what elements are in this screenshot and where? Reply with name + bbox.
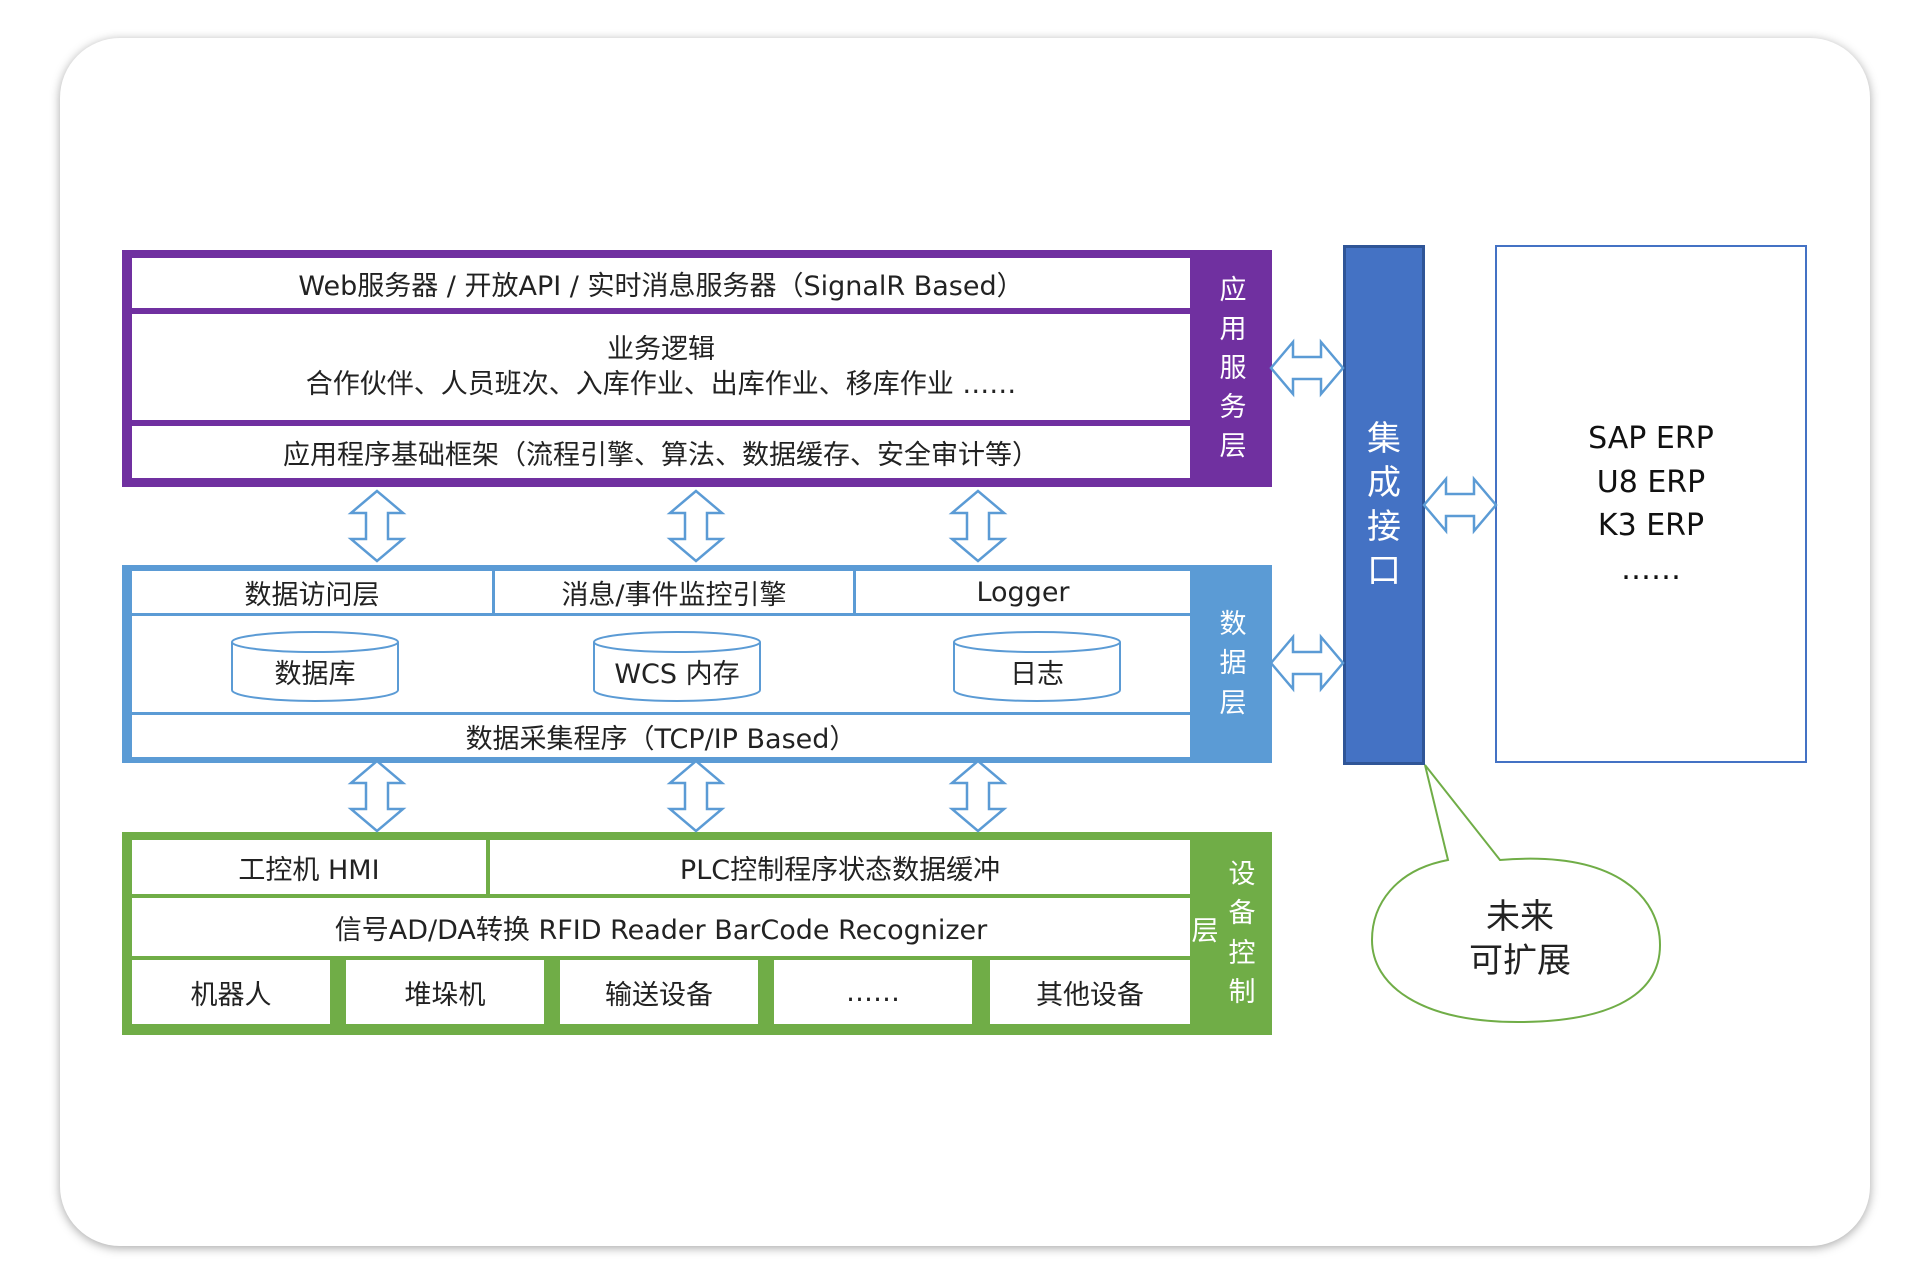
device-stacker: 堆垛机 [346,960,544,1024]
device-text: …… [846,976,900,1008]
label-char: 备 [1228,898,1256,930]
callout-bubble [1370,764,1662,1024]
device-text: 输送设备 [605,979,713,1011]
collector-row: 数据采集程序（TCP/IP Based） [132,715,1190,757]
double-arrow-icon [349,759,405,833]
device-layer-side-label: 层 [1190,912,1220,952]
label-char: 务 [1219,392,1247,424]
app-service-layer: Web服务器 / 开放API / 实时消息服务器（SignalR Based） … [122,250,1272,487]
database-label: 数据库 [274,658,356,690]
callout-line: 未来 [1486,897,1554,937]
device-conveyor: 输送设备 [560,960,758,1024]
wcs-memory-cylinder-icon [593,631,761,702]
logger-text: Logger [976,576,1070,608]
plc-text: PLC控制程序状态数据缓冲 [679,854,1001,886]
erp-line: U8 ERP [1596,464,1706,500]
label-char: 应 [1219,274,1247,306]
label-char: 服 [1219,352,1247,384]
framework-text: 应用程序基础框架（流程引擎、算法、数据缓存、安全审计等） [283,439,1039,471]
hmi-text: 工控机 HMI [238,854,380,886]
double-arrow-icon [950,489,1006,563]
double-arrow-icon [1269,340,1345,396]
device-other: 其他设备 [990,960,1190,1024]
device-text: 其他设备 [1036,979,1144,1011]
data-access-cell: 数据访问层 [132,571,492,613]
label-char: 制 [1228,976,1256,1008]
label-char: 层 [1219,431,1247,463]
label-char: 数 [1219,609,1247,641]
business-logic-box: 业务逻辑 合作伙伴、人员班次、入库作业、出库作业、移库作业 …… [132,314,1190,420]
plc-cell: PLC控制程序状态数据缓冲 [490,840,1190,894]
log-label: 日志 [1010,658,1064,690]
data-access-text: 数据访问层 [244,579,380,611]
double-arrow-icon [668,489,724,563]
label-char: 据 [1219,648,1247,680]
double-arrow-icon [1422,477,1498,533]
app-layer-label: 应 用 服 务 层 [1194,250,1272,487]
callout-line: 可扩展 [1469,941,1571,982]
collector-text: 数据采集程序（TCP/IP Based） [465,723,857,755]
double-arrow-icon [349,489,405,563]
device-text: 机器人 [190,979,272,1011]
label-char: 设 [1228,859,1256,891]
device-more: …… [774,960,972,1024]
double-arrow-icon [668,759,724,833]
event-monitor-text: 消息/事件监控引擎 [561,579,787,611]
label-char: 控 [1228,937,1256,969]
label-char: 成 [1367,462,1401,503]
label-char: 层 [1191,916,1219,948]
logger-cell: Logger [856,571,1190,613]
business-logic-items: 合作伙伴、人员班次、入库作业、出库作业、移库作业 …… [305,369,1017,400]
label-char: 口 [1367,551,1401,592]
label-char: 层 [1219,687,1247,719]
database-cylinder-icon [231,631,399,702]
device-control-layer: 工控机 HMI PLC控制程序状态数据缓冲 信号AD/DA转换 RFID Rea… [122,832,1272,1035]
callout-text: 未来 可扩展 [1380,895,1660,983]
hmi-cell: 工控机 HMI [132,840,486,894]
event-monitor-cell: 消息/事件监控引擎 [495,571,853,613]
log-cylinder-icon [953,631,1121,702]
double-arrow-icon [1269,635,1345,691]
signal-row: 信号AD/DA转换 RFID Reader BarCode Recognizer [132,898,1190,956]
web-server-row: Web服务器 / 开放API / 实时消息服务器（SignalR Based） [132,258,1190,308]
integration-interface: 集 成 接 口 [1343,245,1425,765]
web-server-text: Web服务器 / 开放API / 实时消息服务器（SignalR Based） [298,270,1024,302]
wcs-memory-label: WCS 内存 [614,658,740,690]
device-text: 堆垛机 [404,979,486,1011]
erp-line: SAP ERP [1588,421,1714,456]
label-char: 集 [1367,418,1401,459]
erp-systems-box: SAP ERP U8 ERP K3 ERP …… [1495,245,1807,763]
signal-text: 信号AD/DA转换 RFID Reader BarCode Recognizer [334,914,988,946]
double-arrow-icon [950,759,1006,833]
label-char: 用 [1219,313,1247,345]
erp-line: K3 ERP [1597,508,1705,543]
device-robot: 机器人 [132,960,330,1024]
label-char: 接 [1367,507,1401,547]
framework-row: 应用程序基础框架（流程引擎、算法、数据缓存、安全审计等） [132,426,1190,478]
erp-line: …… [1621,551,1681,587]
business-logic-title: 业务逻辑 [607,333,715,365]
data-layer-label: 数 据 层 [1194,565,1272,763]
device-layer-label: 设 备 控 制 [1212,832,1272,1035]
